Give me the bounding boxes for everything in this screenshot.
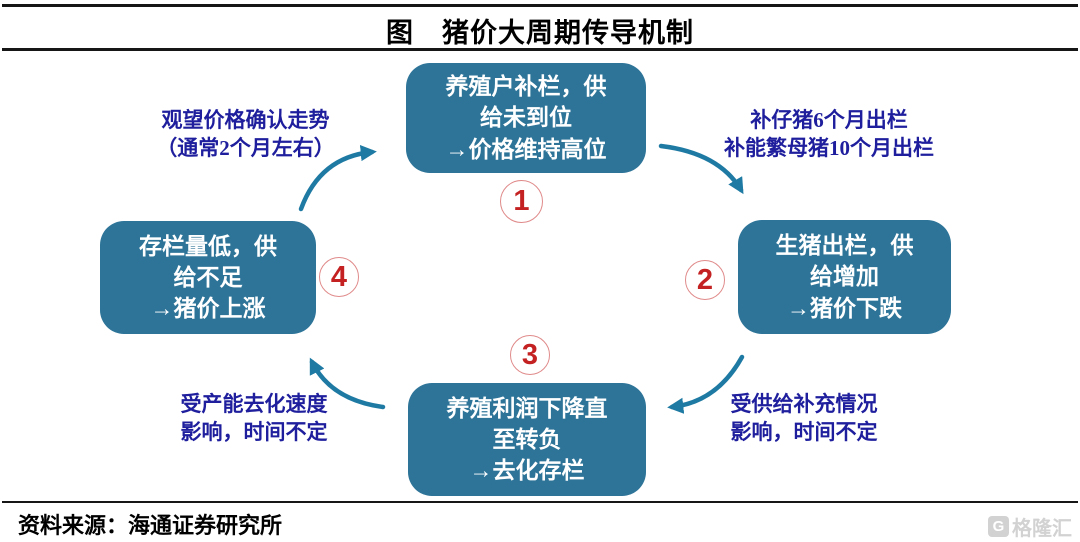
node-hogs-marketed-supply-up: 生猪出栏，供 给增加 →猪价下跌 (738, 220, 951, 334)
annotation-piglet-sow-lead-time: 补仔猪6个月出栏 补能繁母猪10个月出栏 (724, 108, 934, 161)
node-restocking-supply-lag: 养殖户补栏，供 给未到位 →价格维持高位 (406, 63, 646, 173)
gelonghui-logo-icon: G (988, 516, 1009, 537)
step-number-4-badge: 4 (319, 257, 359, 297)
annotation-capacity-reduction-speed: 受产能去化速度 影响，时间不定 (180, 392, 328, 445)
top-rule (2, 4, 1078, 7)
step-number-1-badge: 1 (500, 180, 543, 223)
step-number-2-badge: 2 (685, 260, 725, 300)
node-profit-decline-destocking: 养殖利润下降直 至转负 →去化存栏 (408, 383, 646, 496)
gelonghui-logo-text: 格隆汇 (1012, 518, 1072, 540)
annotation-supply-replenishment: 受供给补充情况 影响，时间不定 (730, 392, 878, 445)
data-source-label: 资料来源：海通证券研究所 (18, 513, 283, 538)
figure-title: 图 猪价大周期传导机制 (386, 18, 694, 48)
node-low-inventory-price-up: 存栏量低，供 给不足 →猪价上涨 (100, 221, 316, 334)
step-number-3-badge: 3 (510, 335, 550, 375)
gelonghui-watermark: G 格隆汇 (988, 512, 1072, 541)
footer-rule (2, 501, 1078, 503)
annotation-wait-confirm-trend: 观望价格确认走势 （通常2个月左右） (156, 108, 335, 161)
title-underline-rule (2, 48, 1078, 51)
